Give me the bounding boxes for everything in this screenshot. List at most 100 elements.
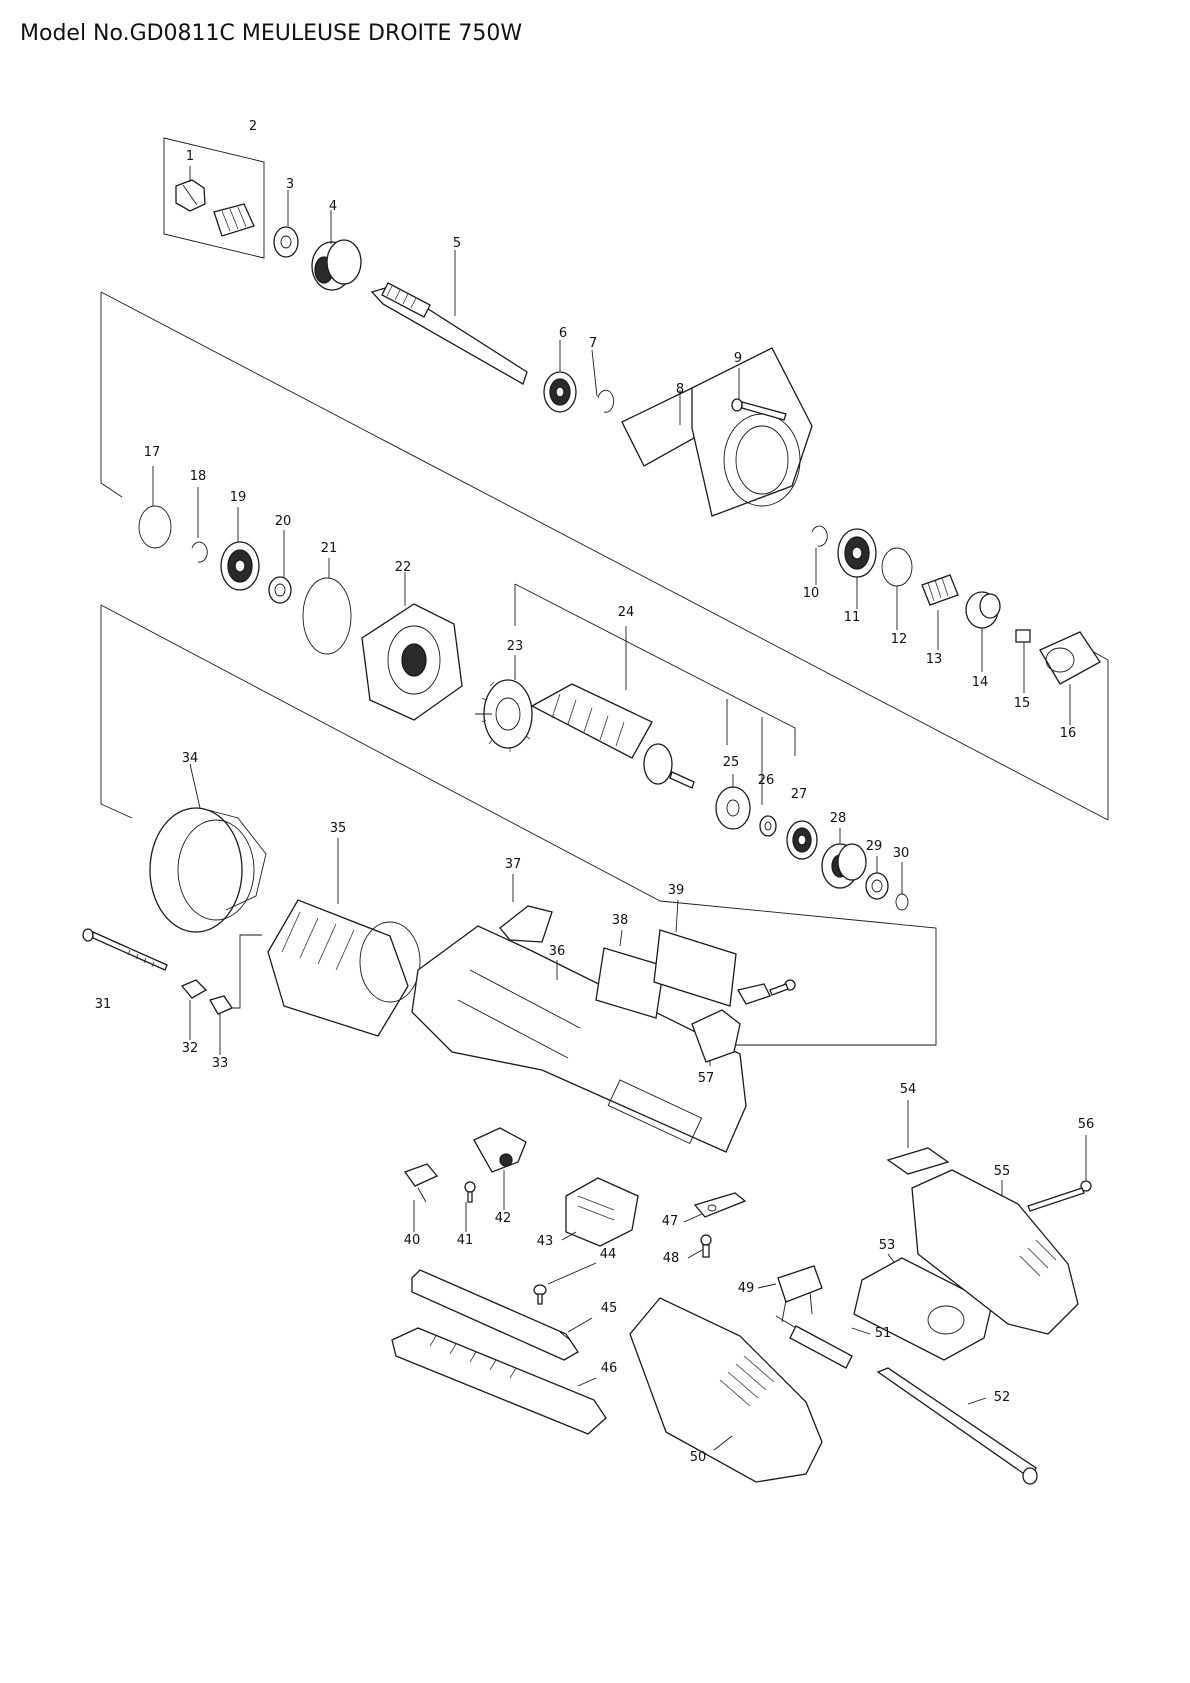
part-45-switch-lever	[411, 1269, 593, 1361]
part-25-fan-bearing	[715, 774, 751, 830]
part-42-brush-holder-assy	[473, 1127, 527, 1210]
callout-43: 43	[537, 1234, 554, 1249]
callout-40: 40	[404, 1233, 421, 1248]
part-14-lock-nut	[965, 591, 1001, 672]
callout-14: 14	[972, 675, 989, 690]
part-33-brush-holder	[209, 995, 233, 1055]
callout-15: 15	[1014, 696, 1031, 711]
part-57-switch	[691, 979, 796, 1066]
part-22-bearing-box	[361, 572, 463, 721]
part-24-armature	[530, 626, 695, 789]
part-3-washer	[273, 190, 299, 258]
callout-54: 54	[900, 1082, 917, 1097]
callout-31: 31	[95, 997, 112, 1012]
part-30-circlip	[895, 862, 909, 911]
part-39-nameplate	[653, 899, 737, 1007]
callout-48: 48	[663, 1251, 680, 1266]
callout-37: 37	[505, 857, 522, 872]
part-4-bearing-retainer	[311, 210, 362, 291]
page-title: Model No.GD0811C MEULEUSE DROITE 750W	[20, 21, 523, 46]
part-8-gear-housing	[621, 347, 813, 517]
callout-32: 32	[182, 1041, 199, 1056]
part-51-cord-guard	[775, 1315, 871, 1369]
callout-30: 30	[893, 846, 910, 861]
part-26-washer	[759, 815, 777, 837]
callout-20: 20	[275, 514, 292, 529]
part-54-label	[886, 1100, 950, 1175]
part-47-strain-relief	[683, 1192, 747, 1223]
part-43-controller	[561, 1177, 639, 1247]
callout-41: 41	[457, 1233, 474, 1248]
part-46-switch-cover	[391, 1327, 607, 1435]
callout-12: 12	[891, 632, 908, 647]
part-18-circlip	[191, 487, 208, 563]
part-20-washer	[268, 530, 292, 604]
part-56-screw	[1027, 1135, 1092, 1212]
callout-50: 50	[690, 1450, 707, 1465]
callout-52: 52	[994, 1390, 1011, 1405]
part-49-noise-suppressor	[757, 1265, 823, 1323]
part-16-shaft-lock-cap	[1039, 631, 1101, 725]
callout-47: 47	[662, 1214, 679, 1229]
part-38-label	[595, 929, 665, 1019]
part-50-rear-cover	[629, 1297, 823, 1483]
part-23-bevel-gear	[475, 655, 533, 752]
part-17-retaining-ring	[138, 466, 172, 549]
part-55-handle-cover	[911, 1169, 1079, 1335]
callout-28: 28	[830, 811, 847, 826]
callout-49: 49	[738, 1281, 755, 1296]
callout-45: 45	[601, 1301, 618, 1316]
callout-3: 3	[286, 177, 294, 192]
callout-22: 22	[395, 560, 412, 575]
callout-1: 1	[186, 149, 194, 164]
callout-57: 57	[698, 1071, 715, 1086]
callout-44: 44	[600, 1247, 617, 1262]
part-44-screw	[533, 1262, 597, 1305]
callout-21: 21	[321, 541, 338, 556]
callout-2: 2	[249, 119, 257, 134]
part-29-rubber-ring	[865, 856, 889, 900]
callout-55: 55	[994, 1164, 1011, 1179]
callout-labels: 1 2 3 4 5 6 7 8 9 10 11 12 13 14 15 16 1…	[95, 119, 1095, 1465]
part-27-bearing	[786, 820, 818, 860]
callout-19: 19	[230, 490, 247, 505]
part-34-baffle-plate	[149, 763, 267, 933]
part-52-cord	[876, 1367, 1038, 1485]
part-9-screw	[731, 368, 787, 421]
group-lines	[100, 291, 1109, 1046]
callout-42: 42	[495, 1211, 512, 1226]
callout-36: 36	[549, 944, 566, 959]
callout-24: 24	[618, 605, 635, 620]
callout-26: 26	[758, 773, 775, 788]
callout-10: 10	[803, 586, 820, 601]
part-48-screw	[687, 1234, 712, 1259]
callout-51: 51	[875, 1326, 892, 1341]
part-32-brush-holder-cap	[180, 979, 208, 1040]
part-6-bearing	[543, 340, 577, 413]
part-36-motor-housing	[411, 925, 747, 1153]
part-15-shaft-lock-pin	[1015, 629, 1031, 693]
callout-8: 8	[676, 382, 684, 397]
part-41-screw	[464, 1181, 476, 1232]
part-12-retaining-ring	[881, 547, 913, 630]
callout-13: 13	[926, 652, 943, 667]
callout-35: 35	[330, 821, 347, 836]
part-1-collet-nut	[163, 137, 265, 259]
part-11-bearing	[837, 528, 877, 609]
callout-38: 38	[612, 913, 629, 928]
part-31-long-screw	[82, 928, 168, 971]
part-53-handle-insert	[853, 1253, 993, 1361]
callout-5: 5	[453, 236, 461, 251]
callout-18: 18	[190, 469, 207, 484]
callout-11: 11	[844, 610, 861, 625]
callout-7: 7	[589, 336, 597, 351]
callout-46: 46	[601, 1361, 618, 1376]
callout-25: 25	[723, 755, 740, 770]
callout-17: 17	[144, 445, 161, 460]
part-21-o-ring	[302, 558, 352, 655]
callout-27: 27	[791, 787, 808, 802]
part-5-spindle	[370, 250, 528, 385]
part-19-bearing	[220, 507, 260, 591]
callout-53: 53	[879, 1238, 896, 1253]
callout-39: 39	[668, 883, 685, 898]
